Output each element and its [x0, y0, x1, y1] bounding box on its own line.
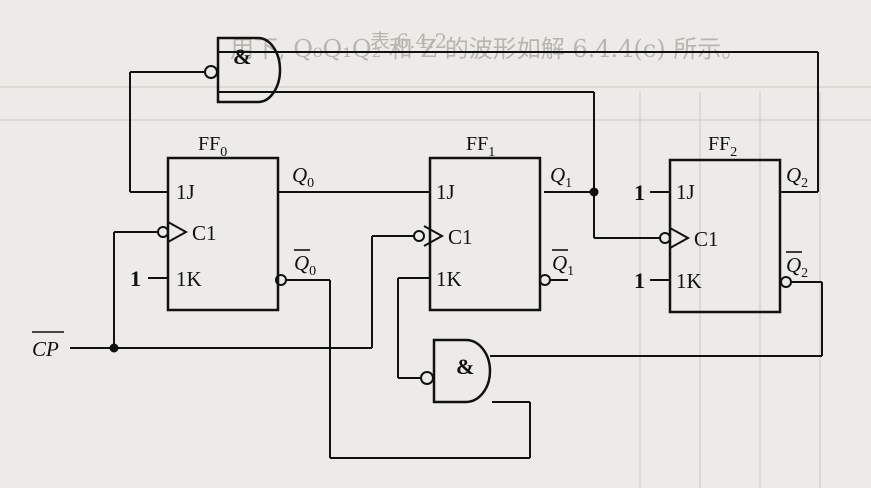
ff0-qbar-label: Q0	[294, 251, 316, 279]
ff1-body	[428, 156, 542, 312]
top-and-gate-body	[216, 36, 282, 104]
ff2-qbar-label: Q2	[786, 253, 808, 281]
ff0-clk-triangle	[167, 221, 189, 243]
ff0-k-const: 1	[130, 266, 141, 291]
ff0-q-label: Q0	[292, 163, 314, 191]
ff2-clk-triangle	[669, 227, 691, 249]
ff1-clk-triangle	[423, 225, 445, 247]
ff2-clk-label: C1	[694, 227, 719, 251]
bottom-and-gate-body	[432, 338, 492, 404]
bottom-gate-output-bubble	[420, 371, 434, 385]
ff1-clk-label: C1	[448, 225, 473, 249]
ff2-qbar-bubble	[780, 276, 792, 288]
ff1-qbar-label: Q1	[552, 251, 574, 279]
ff0-j-label: 1J	[176, 180, 195, 204]
ff2-name: FF2	[708, 133, 737, 160]
ff1-qbar-bubble	[539, 274, 551, 286]
cp-label: CP	[32, 337, 59, 361]
wiring	[70, 36, 823, 459]
ff1-k-label: 1K	[436, 267, 462, 291]
ff2-j-label: 1J	[676, 180, 695, 204]
cp-junction-dot	[109, 343, 119, 353]
ff0-body	[166, 156, 280, 312]
ff2-clk-bubble	[659, 232, 671, 244]
ff0-k-label: 1K	[176, 267, 202, 291]
bleed-header-text: 用下, Q₀Q₁Q₂ 和 Z 的波形如解 6.4.4(c) 所示。	[230, 35, 745, 63]
ff0-clk-label: C1	[192, 221, 217, 245]
q1-junction-dot	[589, 187, 599, 197]
ff2-k-label: 1K	[676, 269, 702, 293]
ff0-name: FF0	[198, 133, 227, 160]
ff1-name: FF1	[466, 133, 495, 160]
ff2-q-label: Q2	[786, 163, 808, 191]
top-gate-output-bubble	[204, 65, 218, 79]
background-bleed: 用下, Q₀Q₁Q₂ 和 Z 的波形如解 6.4.4(c) 所示。 表 6.4.…	[0, 29, 871, 488]
ff2-j-const: 1	[634, 180, 645, 205]
ff1-q-label: Q1	[550, 163, 572, 191]
ff0-clk-bubble	[157, 226, 169, 238]
ff2-body	[668, 158, 782, 314]
top-gate-symbol: &	[233, 44, 251, 69]
bottom-gate-symbol: &	[456, 354, 474, 379]
ff1-clk-bubble	[413, 230, 425, 242]
ff2-k-const: 1	[634, 268, 645, 293]
ff1-j-label: 1J	[436, 180, 455, 204]
bleed-table-title: 表 6.4.2	[370, 29, 447, 53]
